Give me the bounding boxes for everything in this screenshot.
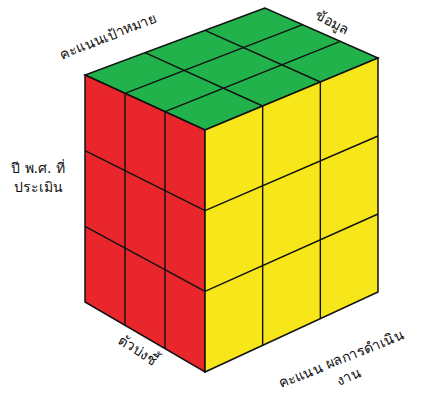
grid-line (205, 136, 378, 211)
grid-line (262, 106, 263, 345)
axis-label: ปี พ.ศ. ที่ประเมิน (2, 159, 74, 197)
grid-line (124, 93, 125, 325)
grid-line (85, 151, 205, 211)
grid-line (85, 226, 205, 291)
grid-lines (85, 25, 378, 349)
grid-line (164, 112, 165, 349)
axis-label: คะแนน ผลการดำเนินงาน (268, 322, 421, 408)
grid-line (320, 82, 321, 319)
grid-line (145, 53, 263, 106)
right-face (205, 58, 378, 372)
grid-line (205, 214, 378, 291)
left-face (85, 75, 205, 372)
